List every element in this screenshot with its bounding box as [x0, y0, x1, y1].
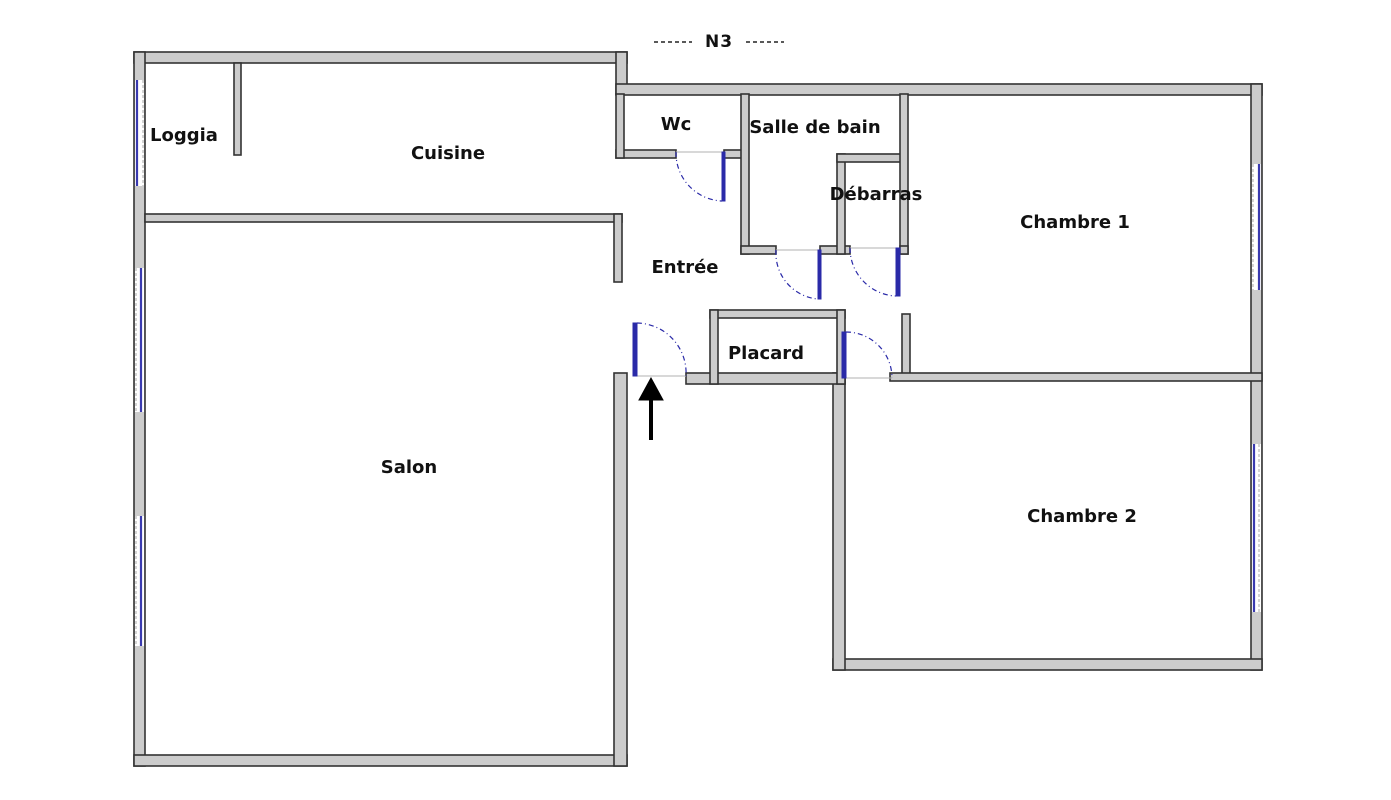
room-label-entree: Entrée [651, 257, 718, 278]
wall-chambre1-chambre2 [889, 372, 1263, 382]
wall-wc-sdb [740, 93, 750, 255]
room-label-debarras: Débarras [830, 184, 923, 205]
door-entrance[interactable] [632, 322, 687, 377]
windows [135, 80, 1261, 646]
room-label-chambre2: Chambre 2 [1027, 506, 1137, 527]
wall-chambre2-left [832, 372, 846, 671]
wall-placard-left [709, 309, 719, 385]
room-label-wc: Wc [661, 114, 692, 135]
wall-cuisine-salon [144, 213, 623, 223]
wall-top-left [133, 51, 628, 64]
wall-loggia-cuisine [233, 62, 242, 156]
arrow-up-icon [638, 376, 664, 440]
wall-salon-stub [613, 213, 623, 283]
room-label-salle-de-bain: Salle de bain [749, 117, 880, 138]
wall-wc-bottom-left [615, 149, 677, 159]
wall-debarras-top [836, 153, 908, 163]
door-wc [675, 151, 726, 202]
floor-label: N3 [705, 32, 733, 52]
wall-sdb-chambre1 [899, 93, 909, 255]
room-label-chambre1: Chambre 1 [1020, 212, 1130, 233]
wall-debarras-bottom-right [899, 245, 909, 255]
room-label-cuisine: Cuisine [411, 143, 485, 164]
doors [632, 151, 901, 379]
exterior-walls [133, 51, 1263, 767]
interior-walls [144, 62, 1263, 385]
room-label-salon: Salon [381, 457, 437, 478]
wall-chambre1-stub [901, 313, 911, 381]
door-salle-de-bain [775, 249, 822, 300]
wall-bottom-salon [133, 754, 628, 767]
wall-wc-left [615, 93, 625, 159]
room-label-loggia: Loggia [150, 125, 218, 146]
wall-salon-right [613, 372, 628, 767]
door-chambre2 [841, 331, 893, 379]
room-labels: Loggia Cuisine Wc Salle de bain Débarras… [150, 114, 1137, 527]
room-label-placard: Placard [728, 343, 804, 364]
floor-header: N3 [654, 32, 784, 52]
door-debarras [849, 247, 901, 297]
wall-sdb-bottom-left [740, 245, 777, 255]
wall-bottom-chambre2 [832, 658, 1263, 671]
wall-placard-top [709, 309, 846, 319]
wall-top-right [615, 83, 1263, 96]
